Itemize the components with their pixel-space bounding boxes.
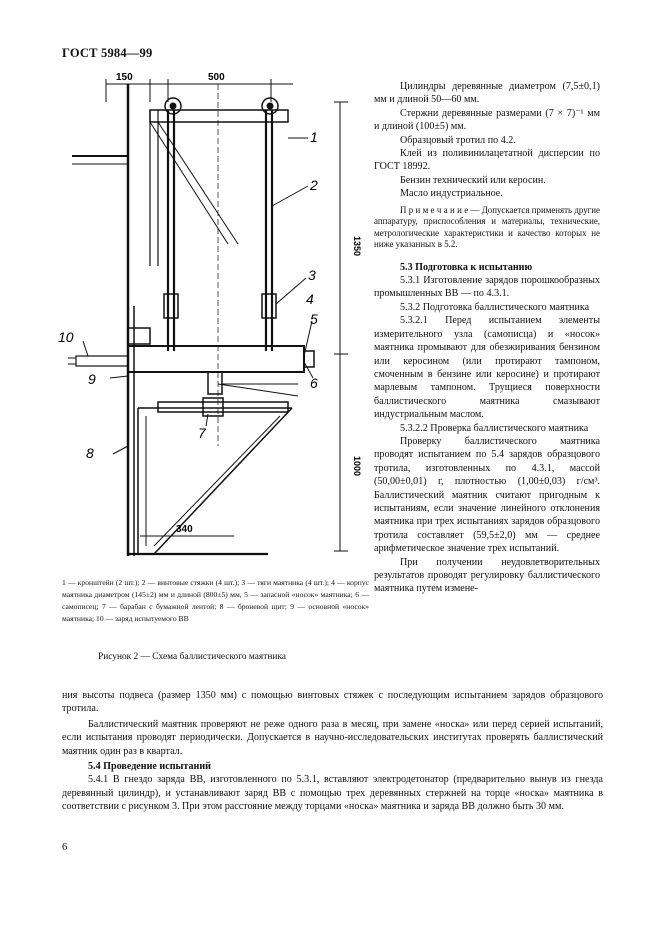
para-5-3-2-2: 5.3.2.2 Проверка баллистического маятник… <box>400 422 589 434</box>
figure-legend: 1 — кронштейн (2 шт.); 2 — винтовые стяж… <box>62 578 369 623</box>
callout-6: 6 <box>310 375 318 391</box>
note: П р и м е ч а н и е — Допускается примен… <box>374 205 600 251</box>
para-continuation: ния высоты подвеса (размер 1350 мм) с по… <box>62 690 603 715</box>
full-width-text: ния высоты подвеса (размер 1350 мм) с по… <box>62 689 603 814</box>
callout-2: 2 <box>309 177 318 193</box>
callout-5: 5 <box>310 311 318 327</box>
page-header: ГОСТ 5984—99 <box>62 46 153 60</box>
page-number: 6 <box>62 842 68 853</box>
figure-caption: Рисунок 2 — Схема баллистического маятни… <box>98 652 286 662</box>
para-5-4-1: 5.4.1 В гнездо заряда ВВ, изготовленного… <box>62 774 603 813</box>
para-monthly: Баллистический маятник проверяют не реже… <box>62 718 603 757</box>
callout-3: 3 <box>308 267 316 283</box>
dim-340: 340 <box>176 524 193 535</box>
para-benzine: Бензин технический или керосин. <box>400 174 546 186</box>
right-column: Цилиндры деревянные диаметром (7,5±0,1) … <box>374 80 600 596</box>
dim-1350: 1350 <box>352 236 362 256</box>
callout-4: 4 <box>306 291 314 307</box>
para-oil: Масло индустриальное. <box>400 188 503 200</box>
section-5-3: 5.3 Подготовка к испытанию <box>400 261 533 273</box>
para-rods: Стержни деревянные размерами (7 × 7)⁻¹ м… <box>374 107 600 133</box>
note-text: — Допускается применять другие аппаратур… <box>374 204 600 250</box>
dim-150: 150 <box>116 72 133 83</box>
callout-8: 8 <box>86 445 94 461</box>
section-5-4: 5.4 Проведение испытаний <box>88 761 211 773</box>
dim-500: 500 <box>208 72 225 83</box>
callout-7: 7 <box>198 425 207 441</box>
para-5-3-2-1: 5.3.2.1 Перед испытанием элементы измери… <box>374 315 600 421</box>
pendulum-schematic: 150 500 1350 1000 340 1 2 3 4 5 6 7 8 9 … <box>58 72 362 556</box>
para-glue: Клей из поливинилацетатной дисперсии по … <box>374 148 600 173</box>
para-5-3-2: 5.3.2 Подготовка баллистического маятник… <box>400 301 590 313</box>
callout-1: 1 <box>310 129 318 145</box>
para-cylinders: Цилиндры деревянные диаметром (7,5±0,1) … <box>374 81 600 106</box>
dim-1000: 1000 <box>352 456 362 476</box>
note-label: П р и м е ч а н и е <box>400 204 469 215</box>
para-trotyl: Образцовый тротил по 4.2. <box>400 134 516 146</box>
callout-10: 10 <box>58 329 74 345</box>
para-5-3-1: 5.3.1 Изготовление зарядов порошкообразн… <box>374 275 600 300</box>
callout-9: 9 <box>88 371 96 387</box>
para-unsatisfactory: При получении неудовлетворительных резул… <box>374 556 600 595</box>
para-check: Проверку баллистического маятника провод… <box>374 435 600 555</box>
